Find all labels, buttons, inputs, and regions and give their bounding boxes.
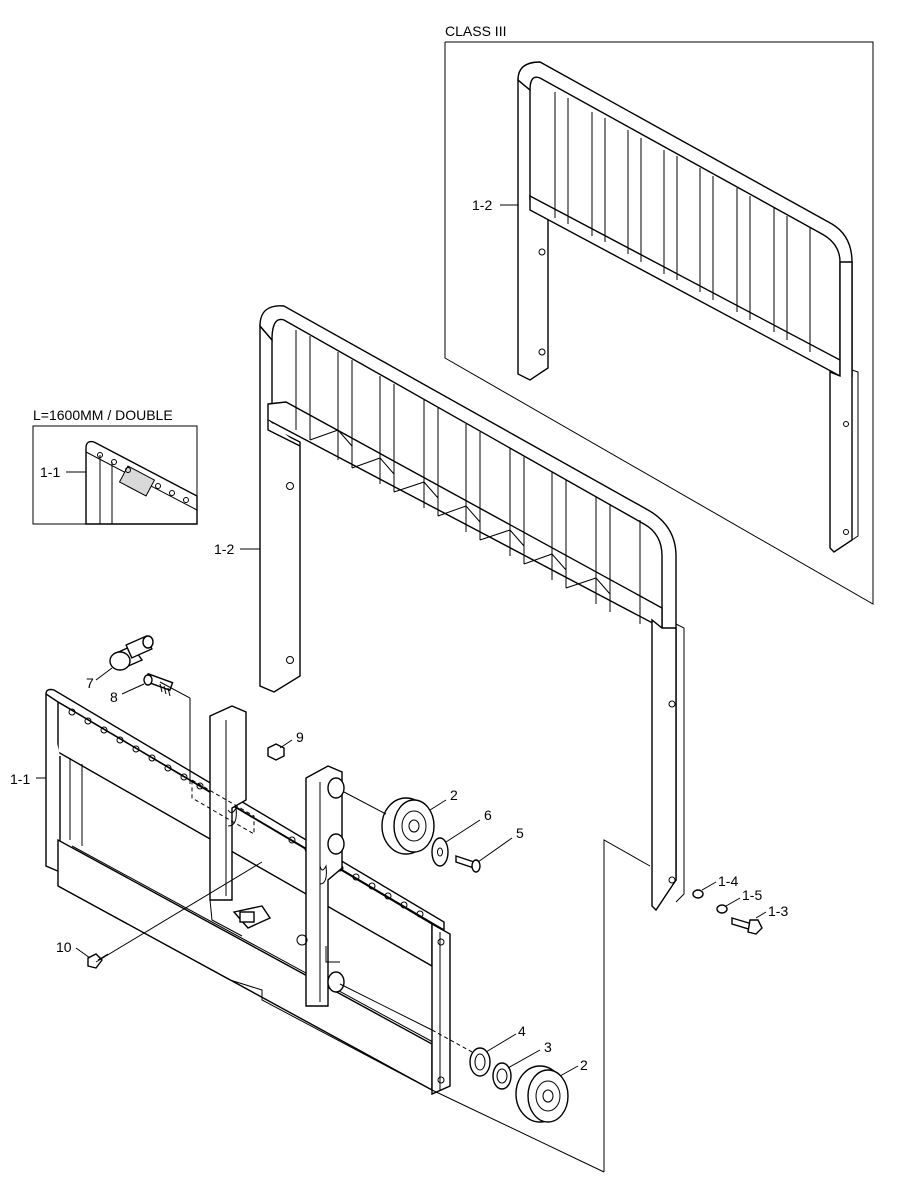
load-backrest-main [259, 305, 685, 912]
double-inset-panel: L=1600MM / DOUBLE 1-1 [32, 407, 198, 525]
part-1-3-bolt [731, 917, 763, 935]
callout-1-1-main: 1-1 [10, 771, 30, 787]
class3-inset-title: CLASS III [445, 23, 506, 39]
callout-8: 8 [110, 689, 118, 705]
double-inset-title: L=1600MM / DOUBLE [33, 407, 173, 423]
part-4-washer [469, 1047, 491, 1077]
part-2-lower-roller [515, 1065, 569, 1123]
fork-carriage [45, 688, 451, 1096]
callout-1-2-main: 1-2 [214, 541, 234, 557]
callout-6: 6 [484, 807, 492, 823]
callout-labels: 1-2 1-2 1-1 7 8 9 2 6 5 1-4 1-5 1-3 10 4… [10, 197, 788, 1073]
part-8-pin [143, 672, 174, 697]
callout-1-3: 1-3 [768, 903, 788, 919]
part-7-stopper [109, 635, 154, 671]
callout-1-2-class3: 1-2 [472, 197, 492, 213]
class3-load-backrest [517, 61, 859, 553]
class3-inset-panel: CLASS III [444, 23, 874, 605]
part-3-washer [492, 1062, 512, 1090]
callout-leaders [36, 204, 767, 1077]
part-10-bolt [87, 953, 109, 969]
part-5-bolt [455, 855, 481, 873]
double-carriage-detail [85, 440, 198, 525]
callout-2-upper: 2 [450, 787, 458, 803]
assembly-lines [95, 681, 651, 1173]
callout-1-5: 1-5 [742, 887, 762, 903]
part-2-upper-roller [381, 797, 435, 855]
callout-1-4: 1-4 [718, 873, 738, 889]
part-1-5-spring-washer [716, 904, 728, 914]
callout-5: 5 [516, 825, 524, 841]
callout-9: 9 [296, 729, 304, 745]
part-1-4-washer [692, 889, 704, 899]
callout-3: 3 [544, 1039, 552, 1055]
callout-4: 4 [518, 1023, 526, 1039]
callout-1-1-inset: 1-1 [40, 464, 60, 480]
callout-2-lower: 2 [580, 1057, 588, 1073]
callout-7: 7 [86, 675, 94, 691]
part-6-washer [431, 837, 449, 867]
callout-10: 10 [56, 939, 72, 955]
